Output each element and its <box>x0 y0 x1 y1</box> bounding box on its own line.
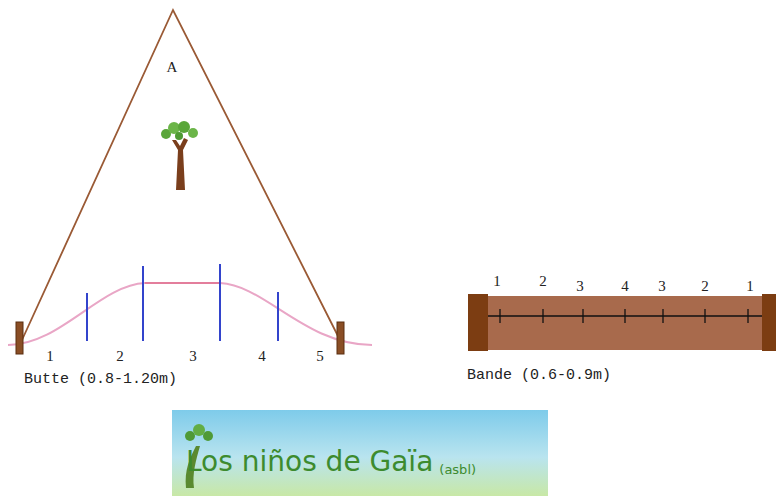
logo-text: Los niños de Gaïa <box>186 448 433 476</box>
position-number: 1 <box>46 349 54 364</box>
stake <box>16 322 23 354</box>
dimension-label: Bande (0.6-0.9m) <box>467 368 611 383</box>
stake <box>337 322 344 354</box>
position-number: 1 <box>493 274 501 289</box>
tree-icon <box>161 121 198 190</box>
band <box>487 296 763 350</box>
position-number: 2 <box>539 274 547 289</box>
stake <box>468 294 488 351</box>
measure-mark <box>277 292 279 341</box>
dimension-label: Butte (0.8-1.20m) <box>24 372 177 387</box>
position-number: 5 <box>316 349 324 364</box>
mound-top <box>145 282 220 284</box>
position-number: 4 <box>621 279 629 294</box>
position-number: 3 <box>189 349 197 364</box>
position-number: 3 <box>576 279 584 294</box>
position-number: 2 <box>701 279 709 294</box>
stake <box>762 294 776 351</box>
measure-mark <box>219 264 221 341</box>
logo-background <box>172 410 548 496</box>
position-number: 3 <box>658 279 666 294</box>
position-number: 2 <box>116 349 124 364</box>
a-frame <box>22 10 340 340</box>
measure-mark <box>86 293 88 341</box>
point-letter: A <box>167 60 178 75</box>
mound-curve <box>8 283 372 345</box>
position-number: 1 <box>746 279 754 294</box>
measure-mark <box>142 266 144 341</box>
band-ticks <box>500 309 748 323</box>
logo-box: Los niños de Gaïa (asbl) <box>172 410 548 496</box>
position-number: 4 <box>258 349 266 364</box>
logo-subtext: (asbl) <box>439 463 476 476</box>
